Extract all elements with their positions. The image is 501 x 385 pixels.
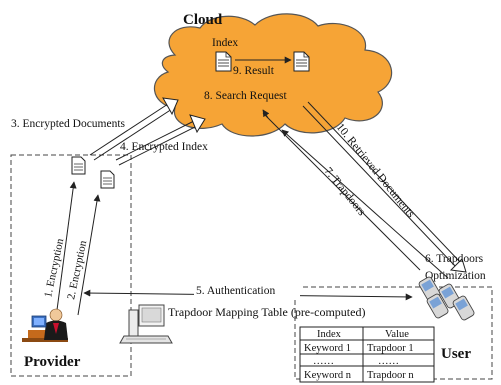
- table-cell-r1-index: Keyword 1: [304, 343, 351, 354]
- result-label: 9. Result: [233, 65, 275, 77]
- authentication-label: 5. Authentication: [196, 285, 275, 297]
- user-label: User: [441, 346, 471, 362]
- search-request-label: 8. Search Request: [204, 90, 288, 102]
- table-cell-r1-value: Trapdoor 1: [367, 343, 414, 354]
- table-cell-r3-index: Keyword n: [304, 370, 352, 381]
- encrypted-documents-arrow: [89, 97, 179, 161]
- encrypted-index-arrow: [115, 114, 206, 166]
- table-cell-r3-value: Trapdoor n: [367, 370, 414, 381]
- cloud-index-document-icon: [215, 51, 232, 72]
- search-request-arrow-head: [262, 109, 270, 119]
- provider-label: Provider: [24, 354, 81, 370]
- trapdoors-arrow: [281, 129, 449, 279]
- provider-dashed-box: [10, 154, 132, 377]
- provider-document-icon-1: [71, 156, 86, 175]
- mapping-table-title: Trapdoor Mapping Table (pre-computed): [168, 305, 365, 319]
- trapdoors-optimization-label-2: Optimization: [425, 270, 486, 282]
- cloud-index-label: Index: [212, 37, 238, 49]
- retrieved-documents-label: 10. Retrieved Documents: [334, 121, 417, 220]
- computer-icon: [119, 304, 173, 344]
- cloud-result-document-icon: [293, 51, 310, 72]
- mapping-table: Index Value Keyword 1 Trapdoor 1 …… …… K…: [299, 326, 435, 383]
- encrypted-documents-label: 3. Encrypted Documents: [11, 118, 126, 130]
- trapdoors-label: 7. Trapdoors: [322, 165, 368, 218]
- user-phones-icon: [418, 276, 475, 321]
- encryption-arrow-2: [77, 194, 101, 316]
- table-header-index: Index: [317, 329, 342, 340]
- search-request-arrow: [262, 112, 421, 271]
- cloud-title: Cloud: [183, 12, 223, 28]
- encrypted-index-label: 4. Encrypted Index: [120, 141, 208, 153]
- provider-person-icon: [22, 308, 68, 342]
- provider-document-icon-2: [100, 170, 115, 189]
- table-header-value: Value: [385, 329, 409, 340]
- encryption-arrow-1: [56, 181, 77, 311]
- retrieved-documents-arrow: [302, 101, 467, 273]
- authentication-label-bg: [194, 284, 300, 297]
- trapdoors-optimization-label-1: 6. Trapdoors: [425, 253, 484, 265]
- table-cell-r2-index: ……: [313, 356, 334, 367]
- table-cell-r2-value: ……: [378, 356, 399, 367]
